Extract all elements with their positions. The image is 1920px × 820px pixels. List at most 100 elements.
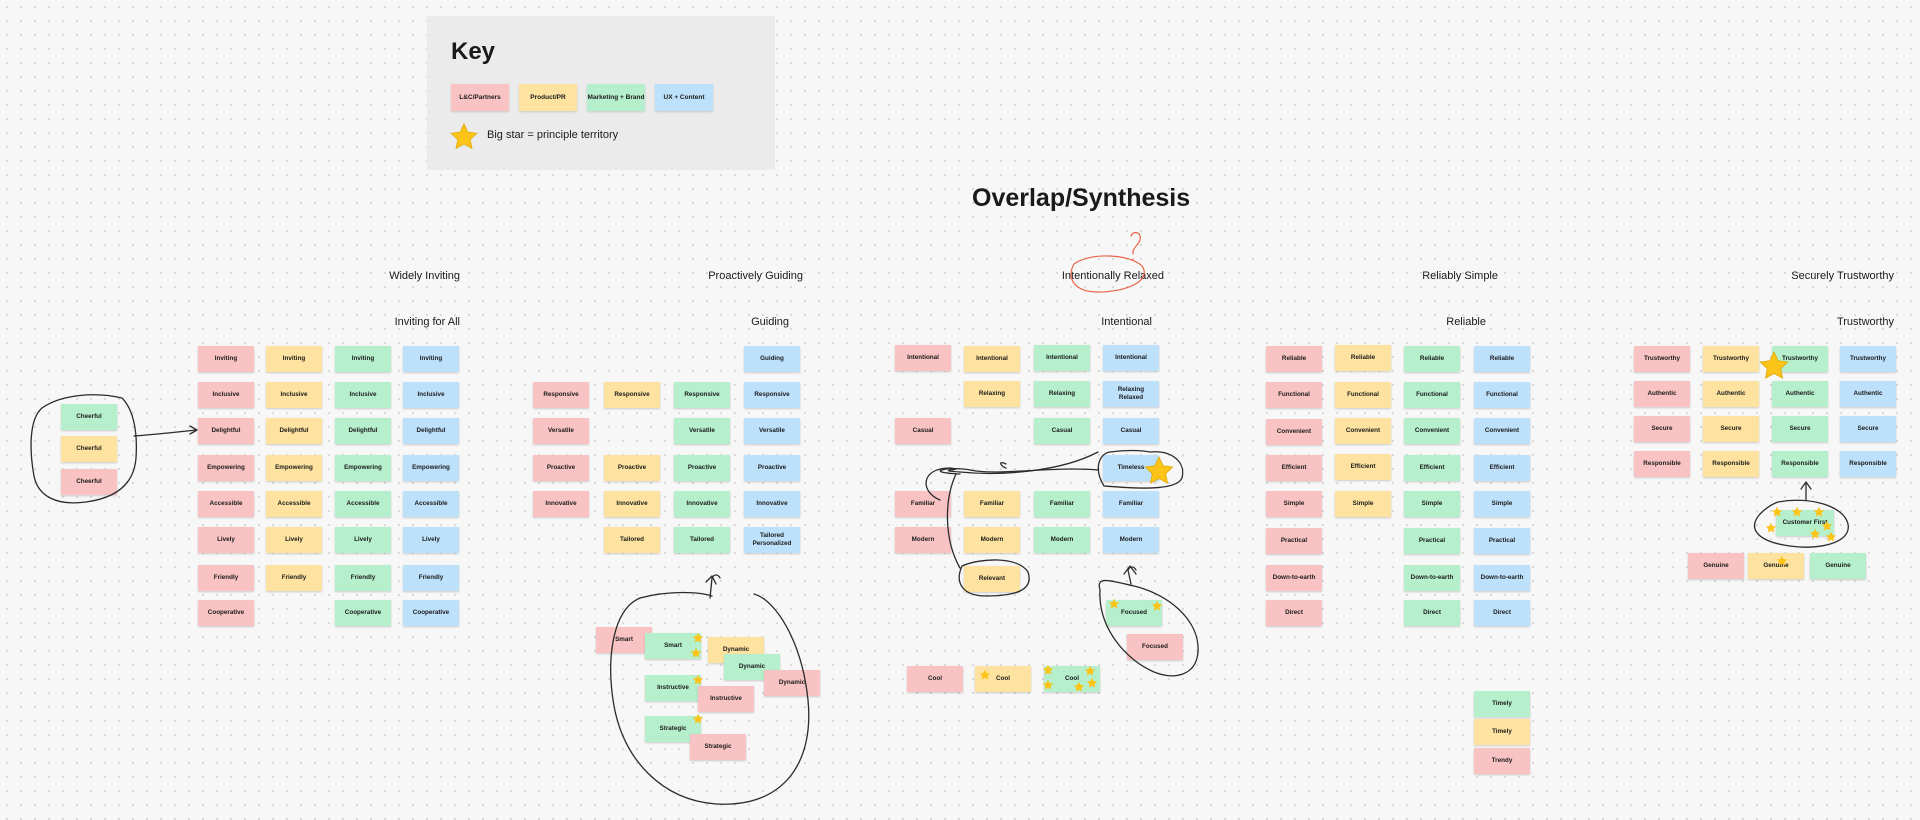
sticky-note[interactable]: Convenient	[1474, 418, 1530, 444]
sticky-note[interactable]: Familiar	[1034, 491, 1090, 517]
sticky-note[interactable]: Intentional	[895, 345, 951, 371]
sticky-note[interactable]: Authentic	[1772, 381, 1828, 407]
sticky-note[interactable]: Secure	[1840, 416, 1896, 442]
sticky-note[interactable]: Relaxing Relaxed	[1103, 381, 1159, 407]
sticky-note[interactable]: Practical	[1404, 528, 1460, 554]
sticky-note[interactable]: Inviting	[403, 346, 459, 372]
sticky-note[interactable]: Empowering	[198, 455, 254, 481]
sticky-note[interactable]: Versatile	[674, 418, 730, 444]
sticky-note[interactable]: Genuine	[1810, 553, 1866, 579]
sticky-note[interactable]: Accessible	[335, 491, 391, 517]
sticky-note[interactable]: Relaxing	[1034, 381, 1090, 407]
sticky-note[interactable]: Secure	[1772, 416, 1828, 442]
sticky-note[interactable]: Responsive	[604, 382, 660, 408]
sticky-note[interactable]: Inclusive	[266, 382, 322, 408]
sticky-note[interactable]: Simple	[1404, 491, 1460, 517]
sticky-note[interactable]: Innovative	[604, 491, 660, 517]
sticky-note[interactable]: Lively	[198, 527, 254, 553]
sticky-note[interactable]: Inclusive	[335, 382, 391, 408]
sticky-note[interactable]: Modern	[1034, 527, 1090, 553]
sticky-note[interactable]: Efficient	[1335, 454, 1391, 480]
sticky-note[interactable]: Casual	[895, 418, 951, 444]
sticky-note[interactable]: Responsible	[1634, 451, 1690, 477]
sticky-note[interactable]: Familiar	[1103, 491, 1159, 517]
sticky-note[interactable]: Versatile	[744, 418, 800, 444]
sticky-note[interactable]: Trendy	[1474, 748, 1530, 774]
sticky-note[interactable]: Practical	[1474, 528, 1530, 554]
sticky-note[interactable]: Convenient	[1335, 418, 1391, 444]
sticky-note[interactable]: Inclusive	[198, 382, 254, 408]
sticky-note[interactable]: Accessible	[198, 491, 254, 517]
sticky-note[interactable]: Reliable	[1266, 346, 1322, 372]
sticky-note[interactable]: Responsive	[744, 382, 800, 408]
sticky-note[interactable]: Proactive	[674, 455, 730, 481]
sticky-note[interactable]: Timely	[1474, 691, 1530, 717]
sticky-note[interactable]: Secure	[1634, 416, 1690, 442]
sticky-note[interactable]: Lively	[266, 527, 322, 553]
sticky-note[interactable]: Modern	[895, 527, 951, 553]
sticky-note[interactable]: Proactive	[744, 455, 800, 481]
sticky-note[interactable]: Proactive	[533, 455, 589, 481]
sticky-note[interactable]: Inviting	[198, 346, 254, 372]
sticky-note[interactable]: Cool	[975, 666, 1031, 692]
sticky-note[interactable]: Accessible	[403, 491, 459, 517]
sticky-note[interactable]: Functional	[1335, 382, 1391, 408]
sticky-note[interactable]: Focused	[1127, 634, 1183, 660]
sticky-note[interactable]: Efficient	[1474, 455, 1530, 481]
sticky-note[interactable]: Relaxing	[964, 381, 1020, 407]
sticky-note[interactable]: Tailored Personalized	[744, 527, 800, 553]
sticky-note[interactable]: Delightful	[335, 418, 391, 444]
sticky-note[interactable]: Responsible	[1772, 451, 1828, 477]
sticky-note[interactable]: Trustworthy	[1703, 346, 1759, 372]
sticky-note[interactable]: Responsible	[1840, 451, 1896, 477]
sticky-note[interactable]: Friendly	[266, 565, 322, 591]
sticky-note[interactable]: Trustworthy	[1840, 346, 1896, 372]
sticky-note[interactable]: Intentional	[964, 346, 1020, 372]
sticky-note[interactable]: Functional	[1404, 382, 1460, 408]
sticky-note[interactable]: Tailored	[674, 527, 730, 553]
sticky-note[interactable]: Innovative	[744, 491, 800, 517]
sticky-note[interactable]: Convenient	[1266, 419, 1322, 445]
sticky-note[interactable]: Simple	[1266, 491, 1322, 517]
sticky-note[interactable]: Reliable	[1474, 346, 1530, 372]
sticky-note[interactable]: Authentic	[1840, 381, 1896, 407]
sticky-note[interactable]: Intentional	[1034, 345, 1090, 371]
sticky-note[interactable]: Cheerful	[61, 436, 117, 462]
sticky-note[interactable]: Efficient	[1404, 455, 1460, 481]
sticky-note[interactable]: Authentic	[1634, 381, 1690, 407]
sticky-note[interactable]: Modern	[1103, 527, 1159, 553]
sticky-note[interactable]: Empowering	[335, 455, 391, 481]
sticky-note[interactable]: Functional	[1266, 382, 1322, 408]
sticky-note[interactable]: Cheerful	[61, 469, 117, 495]
sticky-note[interactable]: Relevant	[964, 566, 1020, 592]
sticky-note[interactable]: Friendly	[403, 565, 459, 591]
sticky-note[interactable]: Functional	[1474, 382, 1530, 408]
sticky-note[interactable]: Trustworthy	[1634, 346, 1690, 372]
sticky-note[interactable]: Reliable	[1335, 345, 1391, 371]
sticky-note[interactable]: Empowering	[266, 455, 322, 481]
sticky-note[interactable]: Friendly	[198, 565, 254, 591]
sticky-note[interactable]: Tailored	[604, 527, 660, 553]
sticky-note[interactable]: Modern	[964, 527, 1020, 553]
sticky-note[interactable]: Strategic	[690, 734, 746, 760]
sticky-note[interactable]: Direct	[1474, 600, 1530, 626]
sticky-note[interactable]: Delightful	[198, 418, 254, 444]
sticky-note[interactable]: Simple	[1335, 491, 1391, 517]
sticky-note[interactable]: Inclusive	[403, 382, 459, 408]
sticky-note[interactable]: Delightful	[403, 418, 459, 444]
sticky-note[interactable]: Reliable	[1404, 346, 1460, 372]
sticky-note[interactable]: Down-to-earth	[1266, 565, 1322, 591]
sticky-note[interactable]: Inviting	[335, 346, 391, 372]
sticky-note[interactable]: Casual	[1034, 418, 1090, 444]
sticky-note[interactable]: Efficient	[1266, 455, 1322, 481]
sticky-note[interactable]: Lively	[403, 527, 459, 553]
sticky-note[interactable]: Down-to-earth	[1404, 565, 1460, 591]
sticky-note[interactable]: Cooperative	[335, 600, 391, 626]
sticky-note[interactable]: Instructive	[698, 686, 754, 712]
sticky-note[interactable]: Dynamic	[764, 670, 820, 696]
sticky-note[interactable]: Empowering	[403, 455, 459, 481]
sticky-note[interactable]: Guiding	[744, 346, 800, 372]
sticky-note[interactable]: Practical	[1266, 528, 1322, 554]
sticky-note[interactable]: Cooperative	[403, 600, 459, 626]
sticky-note[interactable]: Responsive	[674, 382, 730, 408]
